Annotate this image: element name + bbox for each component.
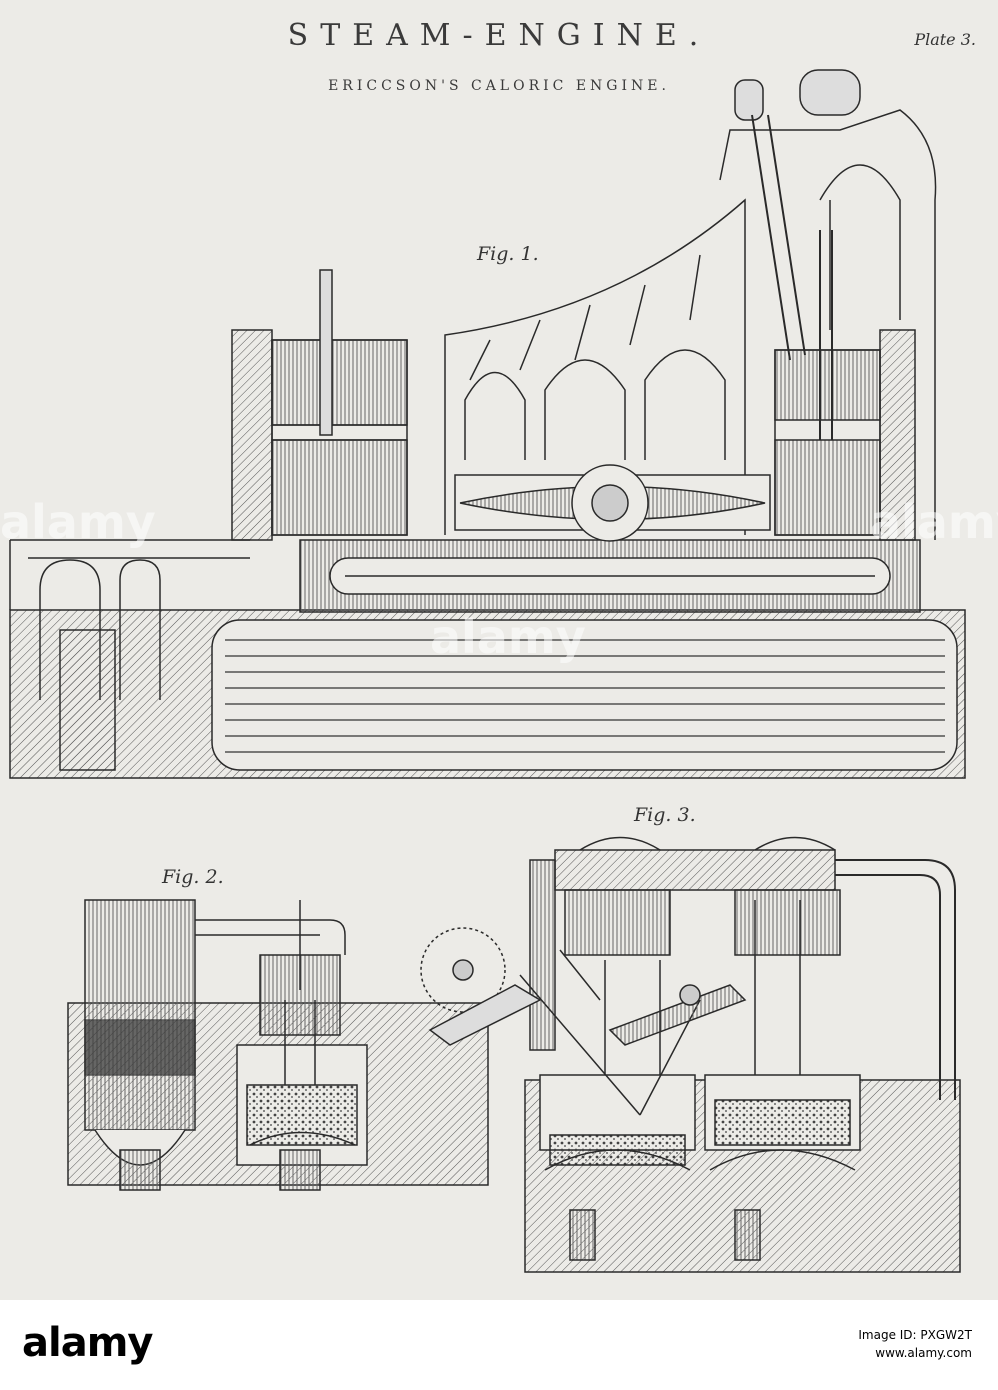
image-id: Image ID: PXGW2T (858, 1328, 972, 1342)
fig3-label: Fig. 3. (634, 804, 696, 826)
footer-bar: alamy Image ID: PXGW2T www.alamy.com (0, 1300, 998, 1390)
plate-title: STEAM-ENGINE. (287, 18, 711, 53)
plate-subtitle: ERICCSON'S CALORIC ENGINE. (328, 78, 670, 94)
fig1-label: Fig. 1. (477, 243, 539, 265)
site-url: www.alamy.com (875, 1346, 972, 1360)
fig2-drawing (67, 899, 489, 1191)
fig1-drawing (9, 69, 966, 779)
alamy-logo: alamy (22, 1320, 153, 1366)
watermark-right: alamy (870, 495, 998, 549)
plate-number: Plate 3. (914, 30, 976, 49)
engine-engraving (9, 69, 966, 1273)
watermark-center: alamy (430, 610, 586, 664)
fig2-label: Fig. 2. (162, 866, 224, 888)
watermark-left: alamy (0, 495, 156, 549)
fig3-drawing (420, 836, 961, 1273)
image-id-block: Image ID: PXGW2T www.alamy.com (858, 1326, 972, 1362)
engraving-plate: STEAM-ENGINE. ERICCSON'S CALORIC ENGINE.… (0, 0, 998, 1300)
